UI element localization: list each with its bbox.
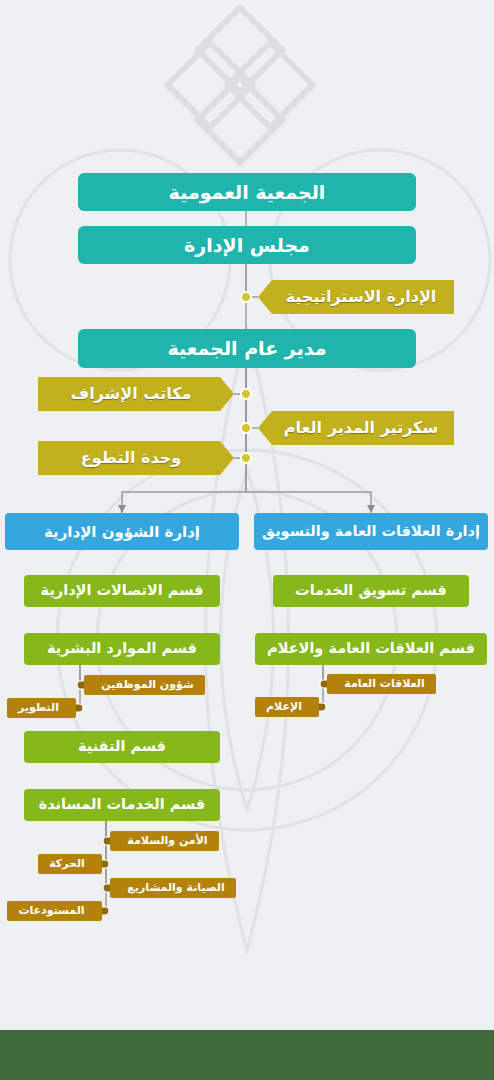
node-label: مجلس الإدارة <box>184 234 310 257</box>
node-label: العلاقات العامة <box>344 677 424 690</box>
callout-box: وحدة التطوع <box>38 441 234 475</box>
node-label: قسم العلاقات العامة والاعلام <box>267 640 475 657</box>
junction-dot <box>241 389 251 399</box>
node-label: إدارة الشؤون الإدارية <box>44 523 200 541</box>
node-label: الأمن والسلامة <box>127 834 207 847</box>
top-level-box: مجلس الإدارة <box>78 226 416 264</box>
ornament-knot <box>228 43 313 128</box>
callout-fill <box>258 411 454 445</box>
unit-box: شؤون الموظفين <box>84 675 205 695</box>
unit-box: الصيانة والمشاريع <box>110 878 236 898</box>
section-box: قسم الخدمات المساندة <box>24 789 220 821</box>
node-label: شؤون الموظفين <box>101 678 194 691</box>
unit-box: الإعلام <box>255 697 319 717</box>
callout-fill <box>38 441 234 475</box>
top-level-box: الجمعية العمومية <box>78 173 416 211</box>
section-box: قسم الموارد البشرية <box>24 633 220 665</box>
junction-dot <box>241 423 251 433</box>
node-label: المستودعات <box>18 904 84 917</box>
callout-box: الإدارة الاستراتيجية <box>258 280 454 314</box>
node-label: سكرتير المدير العام <box>284 418 438 437</box>
node-label: إدارة العلاقات العامة والتسويق <box>262 523 480 540</box>
ornament-knot <box>198 78 283 163</box>
node-label: التطوير <box>18 701 59 714</box>
ornament <box>168 8 313 163</box>
node-label: الصيانة والمشاريع <box>127 881 224 894</box>
junction-dot <box>241 453 251 463</box>
node-label: مدير عام الجمعية <box>167 337 326 360</box>
section-box: قسم العلاقات العامة والاعلام <box>255 633 487 665</box>
section-box: قسم تسويق الخدمات <box>273 575 469 607</box>
ornament-knot <box>168 43 253 128</box>
node-label: الجمعية العمومية <box>169 181 326 204</box>
unit-box: الأمن والسلامة <box>110 831 219 851</box>
node-label: وحدة التطوع <box>81 448 181 467</box>
unit-box: التطوير <box>7 698 76 718</box>
section-box: قسم الاتصالات الإدارية <box>24 575 220 607</box>
callout-box: سكرتير المدير العام <box>258 411 454 445</box>
node-label: الحركة <box>49 857 85 870</box>
node-label: قسم تسويق الخدمات <box>295 582 447 599</box>
node-label: الإدارة الاستراتيجية <box>286 287 437 306</box>
node-label: مكاتب الإشراف <box>71 384 192 403</box>
unit-box: المستودعات <box>7 901 102 921</box>
section-box: قسم التقنية <box>24 731 220 763</box>
unit-box: الحركة <box>38 854 102 874</box>
junction-dot <box>241 292 251 302</box>
callout-fill <box>258 280 454 314</box>
node-label: الإعلام <box>266 700 302 713</box>
footer-band <box>0 1030 494 1080</box>
ornament <box>10 150 490 950</box>
connector <box>234 368 246 458</box>
node-label: قسم الاتصالات الإدارية <box>41 582 204 599</box>
department-box: إدارة العلاقات العامة والتسويق <box>254 513 488 550</box>
department-box: إدارة الشؤون الإدارية <box>5 513 239 550</box>
top-level-box: مدير عام الجمعية <box>78 329 416 368</box>
node-label: قسم التقنية <box>78 738 166 755</box>
unit-box: العلاقات العامة <box>327 674 436 694</box>
node-label: قسم الخدمات المساندة <box>39 796 206 813</box>
node-label: قسم الموارد البشرية <box>47 640 197 657</box>
callout-fill <box>38 377 234 411</box>
connector <box>245 211 246 226</box>
callout-box: مكاتب الإشراف <box>38 377 234 411</box>
